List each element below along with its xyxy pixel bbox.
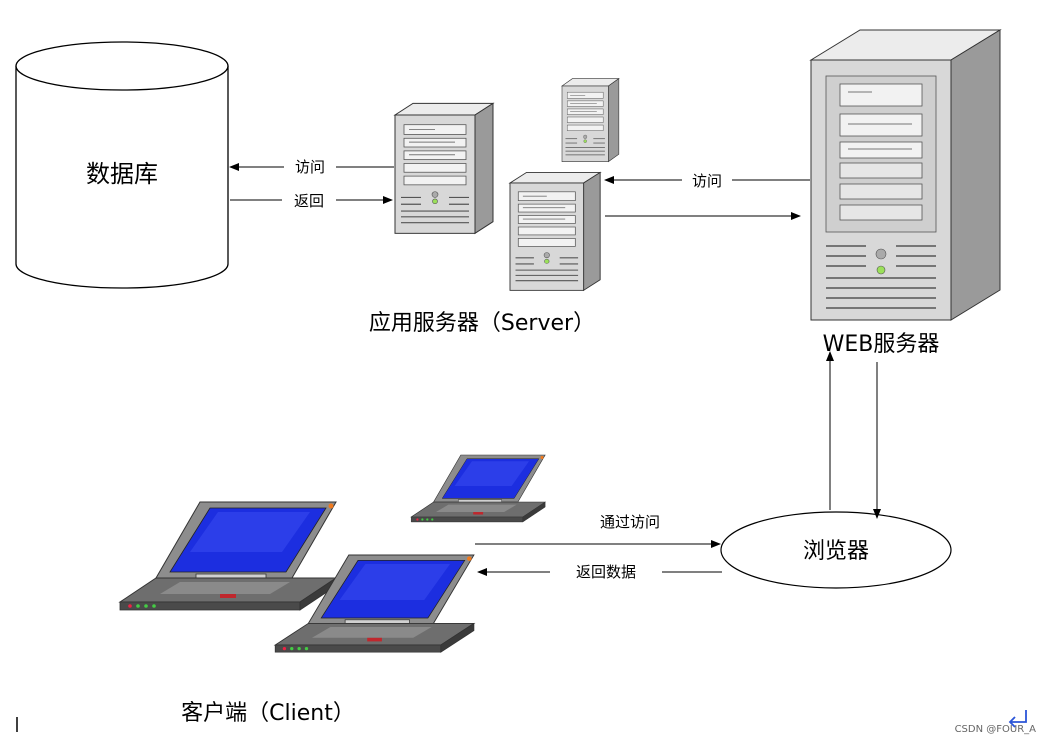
database-label: 数据库: [86, 160, 158, 188]
app-server-tower-2: [561, 78, 620, 163]
edge-labels: 访问 返回 访问 通过访问 返回数据: [282, 156, 732, 581]
browser-node: 浏览器: [720, 511, 952, 589]
edge-label-web-to-app: 访问: [692, 172, 722, 190]
app-server-label: 应用服务器（Server）: [369, 311, 595, 336]
database-cylinder: 数据库: [15, 41, 229, 289]
web-server-label: WEB服务器: [823, 332, 940, 357]
return-icon: [1008, 710, 1027, 728]
app-server-tower-3: [509, 171, 601, 291]
client-laptop-2: [119, 501, 337, 611]
client-laptop-1: [410, 454, 546, 523]
app-server-group: 应用服务器（Server）: [369, 78, 620, 336]
browser-label: 浏览器: [803, 539, 869, 564]
app-server-tower-1: [394, 102, 494, 234]
edge-label-app-to-db: 访问: [295, 158, 325, 176]
watermark: CSDN @FOUR_A: [955, 724, 1037, 735]
web-server: WEB服务器: [809, 29, 1002, 357]
edge-label-client-to-browser: 通过访问: [600, 513, 660, 531]
edge-label-db-to-app: 返回: [294, 192, 324, 210]
client-label: 客户端（Client）: [181, 701, 355, 726]
client-group: 客户端（Client）: [119, 454, 546, 726]
edge-label-browser-to-client: 返回数据: [576, 563, 636, 581]
